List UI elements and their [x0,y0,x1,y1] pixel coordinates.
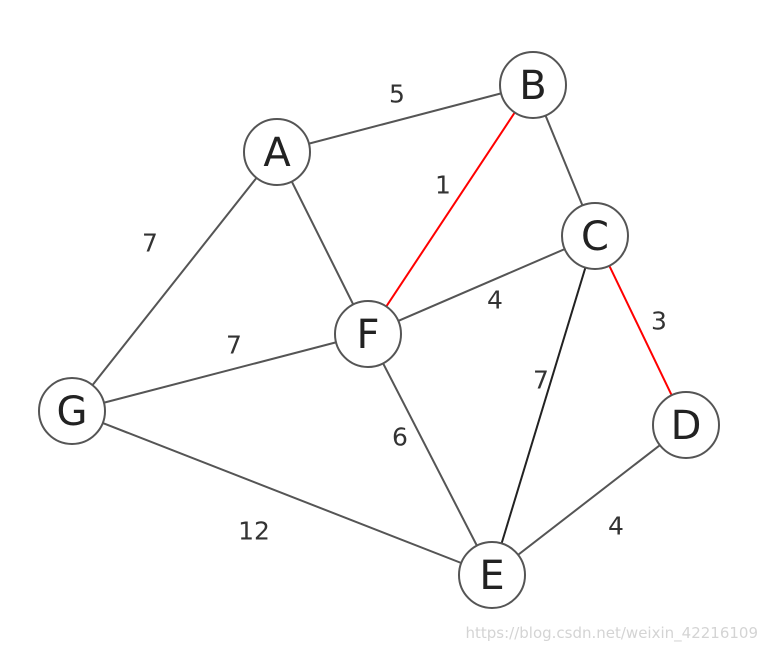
edge-a-g [71,151,278,412]
node-label-g: G [57,389,88,435]
node-f: F [334,300,402,368]
node-label-d: D [671,403,702,449]
edge-weight-f-e: 6 [392,423,408,452]
edge-d-e [491,424,687,576]
edge-weight-g-e: 12 [238,517,270,546]
edge-weight-d-e: 4 [608,512,624,541]
node-a: A [243,118,311,186]
watermark: https://blog.csdn.net/weixin_42216109 [465,624,758,642]
edge-f-c [367,235,596,335]
node-label-e: E [479,553,504,599]
edge-a-b [276,84,534,153]
edge-weight-g-f: 7 [226,331,242,360]
node-g: G [38,377,106,445]
node-label-b: B [519,63,546,109]
weights-layer: 5 1 7 4 3 7 7 6 12 4 [142,80,667,546]
node-label-f: F [356,312,379,358]
edge-f-e [367,333,493,576]
node-b: B [499,51,567,119]
node-label-c: C [581,214,609,260]
edge-weight-c-d: 3 [651,307,667,336]
node-circle-f [334,300,402,368]
edge-c-e [491,235,596,576]
node-circle-a [243,118,311,186]
edge-b-f [367,84,534,335]
node-circle-c [561,202,629,270]
nodes-layer: A B C D E F G [38,51,720,609]
edge-weight-c-e: 7 [533,366,549,395]
node-c: C [561,202,629,270]
node-circle-e [458,541,526,609]
node-circle-d [652,391,720,459]
edges-layer [71,84,687,576]
node-e: E [458,541,526,609]
node-circle-g [38,377,106,445]
edge-c-d [594,235,687,426]
edge-g-f [71,333,369,412]
node-d: D [652,391,720,459]
edge-weight-a-g: 7 [142,229,158,258]
node-label-a: A [263,130,291,176]
edge-weight-b-f: 1 [435,171,451,200]
edge-g-e [71,410,493,576]
node-circle-b [499,51,567,119]
edge-weight-a-b: 5 [389,80,405,109]
edge-weight-f-c: 4 [487,286,503,315]
